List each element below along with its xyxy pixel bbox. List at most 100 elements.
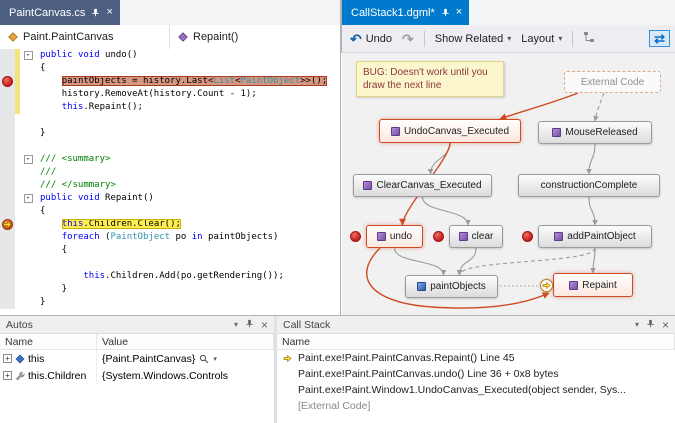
map-node-external-code[interactable]: External Code (564, 71, 661, 93)
code-map-canvas[interactable]: BUG: Doesn't work until you draw the nex… (342, 53, 675, 315)
close-icon[interactable]: × (661, 317, 669, 332)
code-editor[interactable]: -public void undo(){ paintObjects = hist… (0, 49, 340, 315)
editor-tab-bar: PaintCanvas.cs × (0, 0, 340, 25)
outlining-margin[interactable] (20, 283, 36, 296)
collapse-toggle[interactable]: - (23, 193, 33, 203)
column-header-name[interactable]: Name (0, 334, 97, 349)
map-node-clearcanvas-executed[interactable]: ClearCanvas_Executed (353, 174, 492, 197)
show-related-menu[interactable]: Show Related ▾ (432, 31, 515, 47)
map-node-constructioncomplete[interactable]: constructionComplete (518, 174, 660, 197)
breakpoint-margin[interactable] (0, 244, 15, 257)
outlining-margin[interactable] (20, 75, 36, 88)
breakpoint-margin[interactable] (0, 179, 15, 192)
breakpoint-margin[interactable] (0, 127, 15, 140)
pin-icon[interactable] (441, 8, 450, 17)
breakpoint-margin[interactable] (0, 283, 15, 296)
node-label: addPaintObject (567, 231, 636, 242)
expand-toggle[interactable]: + (3, 354, 12, 363)
outlining-margin[interactable] (20, 127, 36, 140)
breakpoint-margin[interactable] (0, 49, 15, 62)
outlining-margin[interactable] (20, 218, 36, 231)
outlining-margin[interactable]: - (20, 49, 36, 62)
layout-menu[interactable]: Layout ▾ (518, 31, 565, 47)
graph-options-button[interactable] (580, 29, 598, 48)
panel-splitter[interactable] (274, 316, 277, 423)
outlining-margin[interactable] (20, 166, 36, 179)
magnifier-icon[interactable] (199, 354, 209, 364)
outlining-margin[interactable] (20, 88, 36, 101)
tab-paintcanvas-cs[interactable]: PaintCanvas.cs × (0, 0, 120, 25)
breakpoint-margin[interactable] (0, 153, 15, 166)
pin-icon[interactable] (245, 319, 254, 331)
close-icon[interactable]: × (260, 317, 268, 332)
outlining-margin[interactable] (20, 296, 36, 309)
breakpoint-icon[interactable] (2, 76, 13, 87)
window-position-icon[interactable]: ▾ (634, 320, 639, 329)
expand-toggle[interactable]: + (3, 371, 12, 380)
outlining-margin[interactable] (20, 257, 36, 270)
breakpoint-margin[interactable] (0, 270, 15, 283)
outlining-margin[interactable] (20, 231, 36, 244)
breakpoint-margin[interactable] (0, 205, 15, 218)
map-node-paintobjects[interactable]: paintObjects (405, 275, 498, 298)
stack-frame[interactable]: [External Code] (277, 398, 675, 414)
outlining-margin[interactable] (20, 205, 36, 218)
layout-label: Layout (521, 32, 555, 45)
bug-note[interactable]: BUG: Doesn't work until you draw the nex… (356, 61, 504, 97)
outlining-margin[interactable]: - (20, 192, 36, 205)
breakpoint-margin[interactable] (0, 101, 15, 114)
autos-row[interactable]: +this{Paint.PaintCanvas}▾ (0, 350, 274, 367)
map-node-repaint[interactable]: Repaint (553, 273, 633, 297)
outlining-margin[interactable] (20, 62, 36, 75)
column-header-name[interactable]: Name (277, 334, 675, 349)
outlining-margin[interactable] (20, 114, 36, 127)
breakpoint-margin[interactable] (0, 296, 15, 309)
undo-button[interactable]: ↶ Undo (347, 30, 395, 48)
close-icon[interactable]: × (106, 6, 113, 18)
map-node-mousereleased[interactable]: MouseReleased (538, 121, 652, 144)
breakpoint-margin[interactable] (0, 62, 15, 75)
class-dropdown[interactable]: Paint.PaintCanvas (0, 25, 170, 49)
breakpoint-margin[interactable] (0, 166, 15, 179)
method-icon (569, 280, 579, 290)
breakpoint-margin[interactable] (0, 114, 15, 127)
pin-icon[interactable] (91, 8, 100, 17)
code-text: foreach (PaintObject po in paintObjects) (61, 232, 279, 242)
code-line: } (0, 283, 340, 296)
column-header-value[interactable]: Value (97, 334, 274, 349)
map-node-clear[interactable]: clear (449, 225, 503, 248)
map-node-addpaintobject[interactable]: addPaintObject (538, 225, 652, 248)
outlining-margin[interactable] (20, 101, 36, 114)
panel-title-icons: ▾ × (635, 319, 669, 331)
code-text: { (40, 63, 46, 73)
stack-frame[interactable]: Paint.exe!Paint.Window1.UndoCanvas_Execu… (277, 382, 675, 398)
pin-icon[interactable] (646, 319, 655, 331)
outlining-margin[interactable]: - (20, 153, 36, 166)
breakpoint-margin[interactable] (0, 88, 15, 101)
stack-frame[interactable]: Paint.exe!Paint.PaintCanvas.Repaint() Li… (277, 350, 675, 366)
collapse-toggle[interactable]: - (23, 50, 33, 60)
breakpoint-margin[interactable] (0, 257, 15, 270)
breakpoint-margin[interactable] (0, 75, 15, 88)
map-node-undocanvas-executed[interactable]: UndoCanvas_Executed (379, 119, 521, 143)
breakpoint-margin[interactable] (0, 140, 15, 153)
stack-frame[interactable]: Paint.exe!Paint.PaintCanvas.undo() Line … (277, 366, 675, 382)
method-dropdown[interactable]: Repaint() (170, 25, 246, 49)
close-icon[interactable]: × (455, 6, 463, 18)
outlining-margin[interactable] (20, 244, 36, 257)
track-changes-margin (15, 62, 20, 75)
window-position-icon[interactable]: ▾ (233, 320, 238, 329)
breakpoint-margin[interactable] (0, 192, 15, 205)
visualizer-dropdown-icon[interactable]: ▾ (213, 355, 217, 363)
breakpoint-margin[interactable] (0, 218, 15, 231)
map-node-undo[interactable]: undo (366, 225, 423, 248)
breakpoint-margin[interactable] (0, 231, 15, 244)
outlining-margin[interactable] (20, 179, 36, 192)
redo-button[interactable]: ↷ (399, 30, 417, 48)
tab-callstack-dgml[interactable]: CallStack1.dgml* × (342, 0, 470, 25)
autos-row[interactable]: +this.Children{System.Windows.Controls (0, 367, 274, 384)
sync-selection-button[interactable]: ⇄ (649, 30, 670, 47)
outlining-margin[interactable] (20, 140, 36, 153)
collapse-toggle[interactable]: - (23, 154, 33, 164)
outlining-margin[interactable] (20, 270, 36, 283)
